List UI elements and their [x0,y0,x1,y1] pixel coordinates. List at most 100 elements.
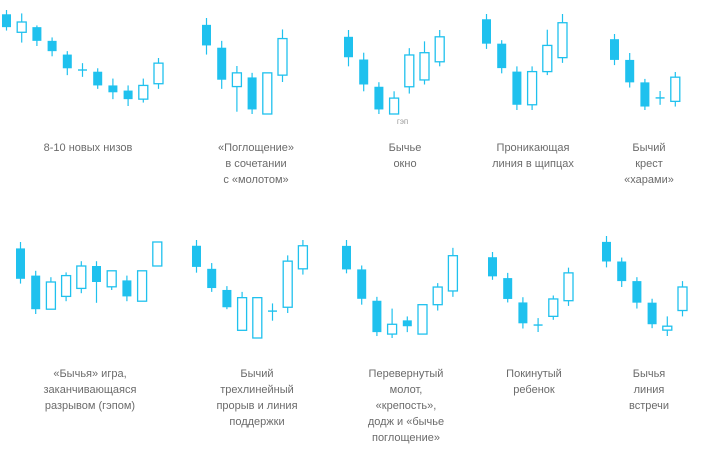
candle-body-bull [404,54,415,88]
candle-bear [192,240,201,273]
pattern-chart: гэп [344,30,445,126]
candle-body-bull [153,62,164,85]
candle-body-bull [542,44,553,73]
caption-line: встречи [628,400,669,412]
candle-body-bear [108,85,118,93]
candle-bull [277,29,288,82]
candle-body-bull [262,72,273,115]
candle-body-bull [388,97,400,115]
candle-bear [93,68,103,89]
caption-line: Перевернутый [368,368,444,380]
candle-bear [217,40,227,89]
candle-bull [388,91,400,115]
candle-bull [526,66,538,110]
candle-bull [548,295,559,320]
candle-body-bear [123,90,133,100]
candle-body-bear [625,59,635,83]
pattern-new-lows [0,8,180,108]
candle-bear [374,82,384,114]
candle-bear [482,14,491,49]
candle-body-bull [16,21,27,33]
candle-cross [268,303,277,321]
candle-body-bear [512,71,522,105]
pattern-piercing-tweezers [480,12,580,112]
pattern-chart [602,236,688,336]
caption-line: Покинутый [506,368,562,380]
caption-line: молот, [389,384,423,396]
candle-body-bear [647,302,657,325]
candle-body-bull [138,84,149,100]
candle-bear [357,265,367,305]
candle-body-bear [62,54,72,69]
caption-line: окно [393,158,417,170]
candle-bear [344,30,353,67]
candle-body-bear [122,280,132,297]
candle-body-bear [32,27,42,41]
candle-bear [222,286,232,310]
pattern-bull-window: гэп [342,28,462,126]
caption-line: Проникающая [496,142,570,154]
pattern-inverted-hammer [340,238,470,340]
candle-bear [647,298,657,329]
caption-line: «Бычья» игра, [53,368,127,380]
candle-bear [512,66,522,110]
caption-line: додж и «бычье [367,416,445,428]
candle-bear [372,296,382,337]
candle-body-bull [106,270,117,288]
candle-bear [247,72,257,114]
gap-label: гэп [397,117,408,126]
candle-body-bear [92,266,101,282]
candle-bull [138,78,149,103]
caption-new-lows: 8-10 новых низов [13,140,163,156]
caption-line: в сочетании [225,158,287,170]
candle-bear [122,275,132,302]
candle-bear [402,316,412,333]
candle-bull [297,240,309,275]
candle-body-bear [359,59,369,85]
caption-line: с «молотом» [223,174,289,186]
pattern-abandoned-baby [486,250,586,334]
candle-bear [123,85,133,106]
candle-bull [432,283,443,311]
caption-line: линия в щипцах [492,158,574,170]
candle-bull [662,316,673,336]
candle-bear [31,270,41,314]
candle-body-bull [60,274,72,298]
candle-bull [282,255,293,314]
caption-line: поглощение» [371,432,440,444]
candle-bear [207,263,217,292]
candle-body-bear [497,43,507,69]
candle-body-bull [434,36,445,63]
pattern-meeting-line [600,234,700,338]
candle-body-bear [640,82,650,107]
candle-bull [563,267,574,306]
candle-body-bull [417,304,428,335]
candle-body-bear [222,289,232,308]
candle-bear [16,242,25,284]
candle-bull [386,308,398,338]
candle-bear [202,18,211,55]
candle-body-bull [432,286,443,306]
candle-bull [236,291,248,331]
caption-line: линия [633,384,665,396]
candle-bear [62,51,72,76]
candle-body-bull [136,270,148,302]
candle-body-bull [386,323,398,335]
candle-bear [342,240,351,274]
candle-bear [625,53,635,88]
candle-bear [2,10,11,31]
candle-body-bear [503,278,513,299]
candle-bull [152,241,163,267]
candle-cross [78,63,87,77]
candle-body-bull [236,296,248,331]
candle-bear [632,277,642,309]
candle-bear [602,236,611,268]
caption-line: поддержки [229,416,285,428]
pattern-chart [16,241,163,314]
candle-bear [617,257,627,287]
candle-bear [518,297,528,329]
candle-body-bull [662,325,673,331]
candle-bear [610,34,619,66]
